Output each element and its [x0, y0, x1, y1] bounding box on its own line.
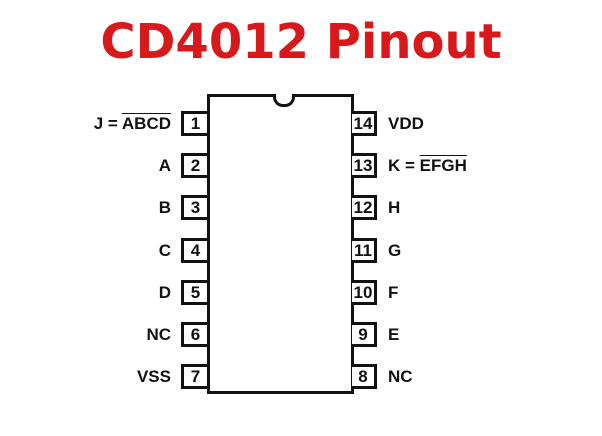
pin-label-text: NC: [146, 325, 171, 344]
pin-label-text: F: [388, 282, 399, 302]
pin-3-box: 3: [181, 195, 207, 221]
pin-4-box: 4: [181, 237, 207, 263]
pin-13-label: K = EFGH: [388, 153, 467, 178]
pin-9-box: 9: [352, 322, 377, 347]
pin-label-text: E: [388, 325, 400, 344]
pin-2-box: 2: [181, 153, 207, 179]
pin-10-label: F: [388, 280, 398, 305]
pin-label-text: K =: [388, 156, 420, 176]
pin-label-text: H: [388, 198, 401, 218]
pin-10-box: 10: [352, 279, 377, 305]
pin-2-label: A: [159, 153, 171, 178]
pin-label-text: C: [158, 240, 171, 260]
pin-label-text: D: [158, 282, 171, 302]
pin-label-inverted-text: EFGH: [419, 156, 467, 176]
pin-3-label: B: [159, 195, 171, 220]
pin-7-label: VSS: [137, 364, 171, 389]
chip-notch: [273, 94, 295, 107]
pin-12-box: 12: [352, 195, 377, 221]
pin-1-box: 1: [181, 111, 207, 136]
pin-8-label: NC: [388, 364, 413, 389]
pin-label-text: J =: [93, 114, 122, 133]
pin-6-box: 6: [181, 322, 207, 347]
pin-label-text: NC: [388, 367, 413, 387]
ic-chip-body: [207, 94, 354, 394]
pin-11-label: G: [388, 238, 401, 263]
pin-label-text: VSS: [136, 367, 171, 387]
pin-7-box: 7: [181, 364, 207, 390]
pin-6-label: NC: [146, 322, 171, 347]
pin-14-box: 14: [352, 111, 377, 136]
diagram-title: CD4012 Pinout: [100, 14, 502, 70]
pin-label-text: G: [388, 240, 402, 260]
pin-4-label: C: [159, 238, 171, 263]
pin-label-text: B: [158, 198, 171, 218]
pin-5-label: D: [159, 280, 171, 305]
pin-14-label: VDD: [388, 111, 424, 136]
pin-1-label: J = ABCD: [94, 111, 171, 136]
pin-12-label: H: [388, 195, 400, 220]
pin-5-box: 5: [181, 279, 207, 305]
pin-8-box: 8: [352, 364, 377, 390]
pin-label-text: VDD: [388, 114, 424, 133]
pin-13-box: 13: [352, 153, 377, 179]
pin-label-inverted-text: ABCD: [121, 114, 171, 133]
pin-label-text: A: [158, 156, 171, 176]
pin-9-label: E: [388, 322, 399, 347]
pin-11-box: 11: [352, 237, 377, 263]
